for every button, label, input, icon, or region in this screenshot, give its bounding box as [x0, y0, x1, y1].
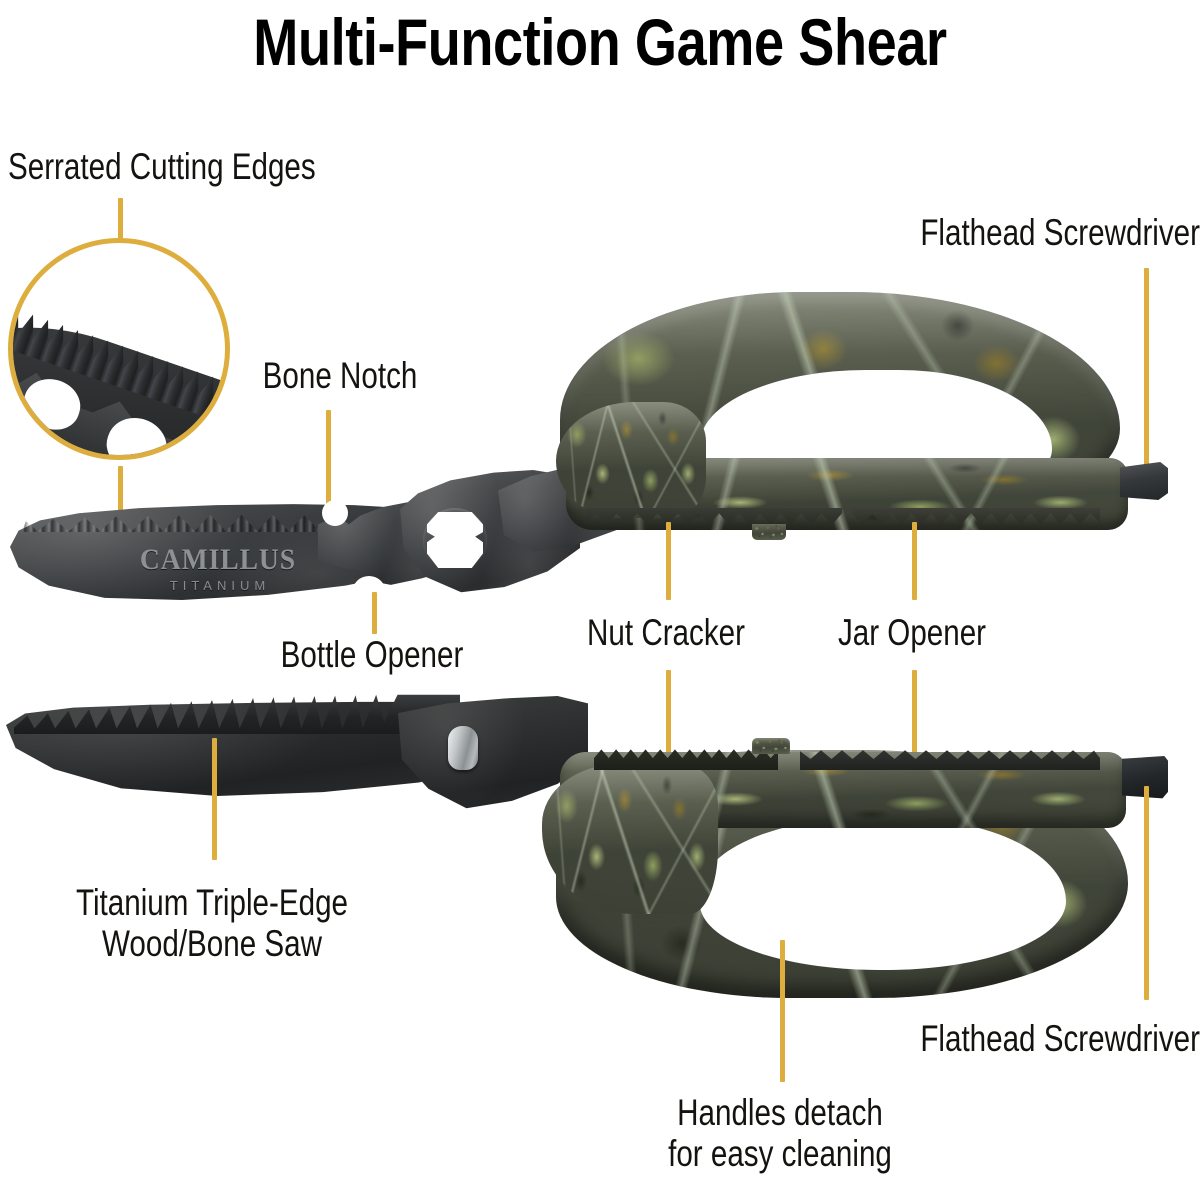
callout-handles-detach: Handles detach for easy cleaning	[606, 1092, 955, 1175]
magnified-serration-inset	[8, 238, 230, 460]
bottle-opener-cutout	[352, 576, 386, 610]
magnified-blade-body	[13, 240, 225, 455]
leader-line-flathead-screwdriver-top	[1144, 268, 1149, 480]
brand-name: CAMILLUS	[139, 543, 297, 576]
callout-bottle-opener: Bottle Opener	[280, 634, 464, 675]
callout-titanium-saw-line1: Titanium Triple-Edge	[76, 882, 348, 923]
callout-jar-opener: Jar Opener	[837, 612, 987, 653]
leader-line-nut-cracker-upper	[666, 522, 671, 600]
flathead-screwdriver-tip-top	[1120, 462, 1168, 500]
upper-handle-detach-tab	[752, 524, 786, 540]
upper-handle-thumb-bulge	[556, 402, 706, 518]
pivot-pin	[448, 726, 478, 770]
lower-handle-rear-wedge	[542, 764, 718, 914]
callout-flathead-screwdriver-bottom: Flathead Screwdriver	[920, 1018, 1200, 1059]
lower-handle-detach-tab	[752, 738, 790, 754]
leader-line-jar-opener-upper	[912, 522, 917, 600]
callout-serrated-cutting-edges: Serrated Cutting Edges	[8, 146, 316, 187]
brand-subtitle: TITANIUM	[169, 578, 271, 593]
callout-bone-notch: Bone Notch	[262, 355, 418, 396]
leader-line-jar-opener-lower	[912, 670, 917, 756]
leader-line-bone-notch	[326, 410, 331, 510]
leader-line-nut-cracker-lower	[666, 670, 671, 758]
jar-opener-hole	[427, 512, 483, 568]
leader-line-serrated-cutting-edges-lower	[118, 466, 123, 524]
brand-logo: CAMILLUS TITANIUM	[128, 543, 308, 593]
callout-handles-detach-line2: for easy cleaning	[668, 1133, 892, 1175]
leader-line-titanium-saw	[212, 738, 217, 860]
lower-handle-grip-hole	[700, 818, 1066, 970]
callout-titanium-saw-line2: Wood/Bone Saw	[102, 923, 322, 965]
page-title: Multi-Function Game Shear	[253, 5, 947, 79]
leader-line-handles-detach	[780, 940, 785, 1082]
bone-notch-cutout	[322, 500, 348, 526]
leader-line-bottle-opener	[372, 592, 377, 634]
callout-nut-cracker: Nut Cracker	[587, 612, 745, 653]
callout-titanium-saw: Titanium Triple-Edge Wood/Bone Saw	[57, 882, 367, 965]
callout-handles-detach-line1: Handles detach	[677, 1092, 883, 1133]
leader-line-serrated-cutting-edges-upper	[118, 198, 123, 240]
leader-line-flathead-screwdriver-bottom	[1144, 786, 1149, 1000]
callout-flathead-screwdriver-top: Flathead Screwdriver	[920, 212, 1200, 253]
